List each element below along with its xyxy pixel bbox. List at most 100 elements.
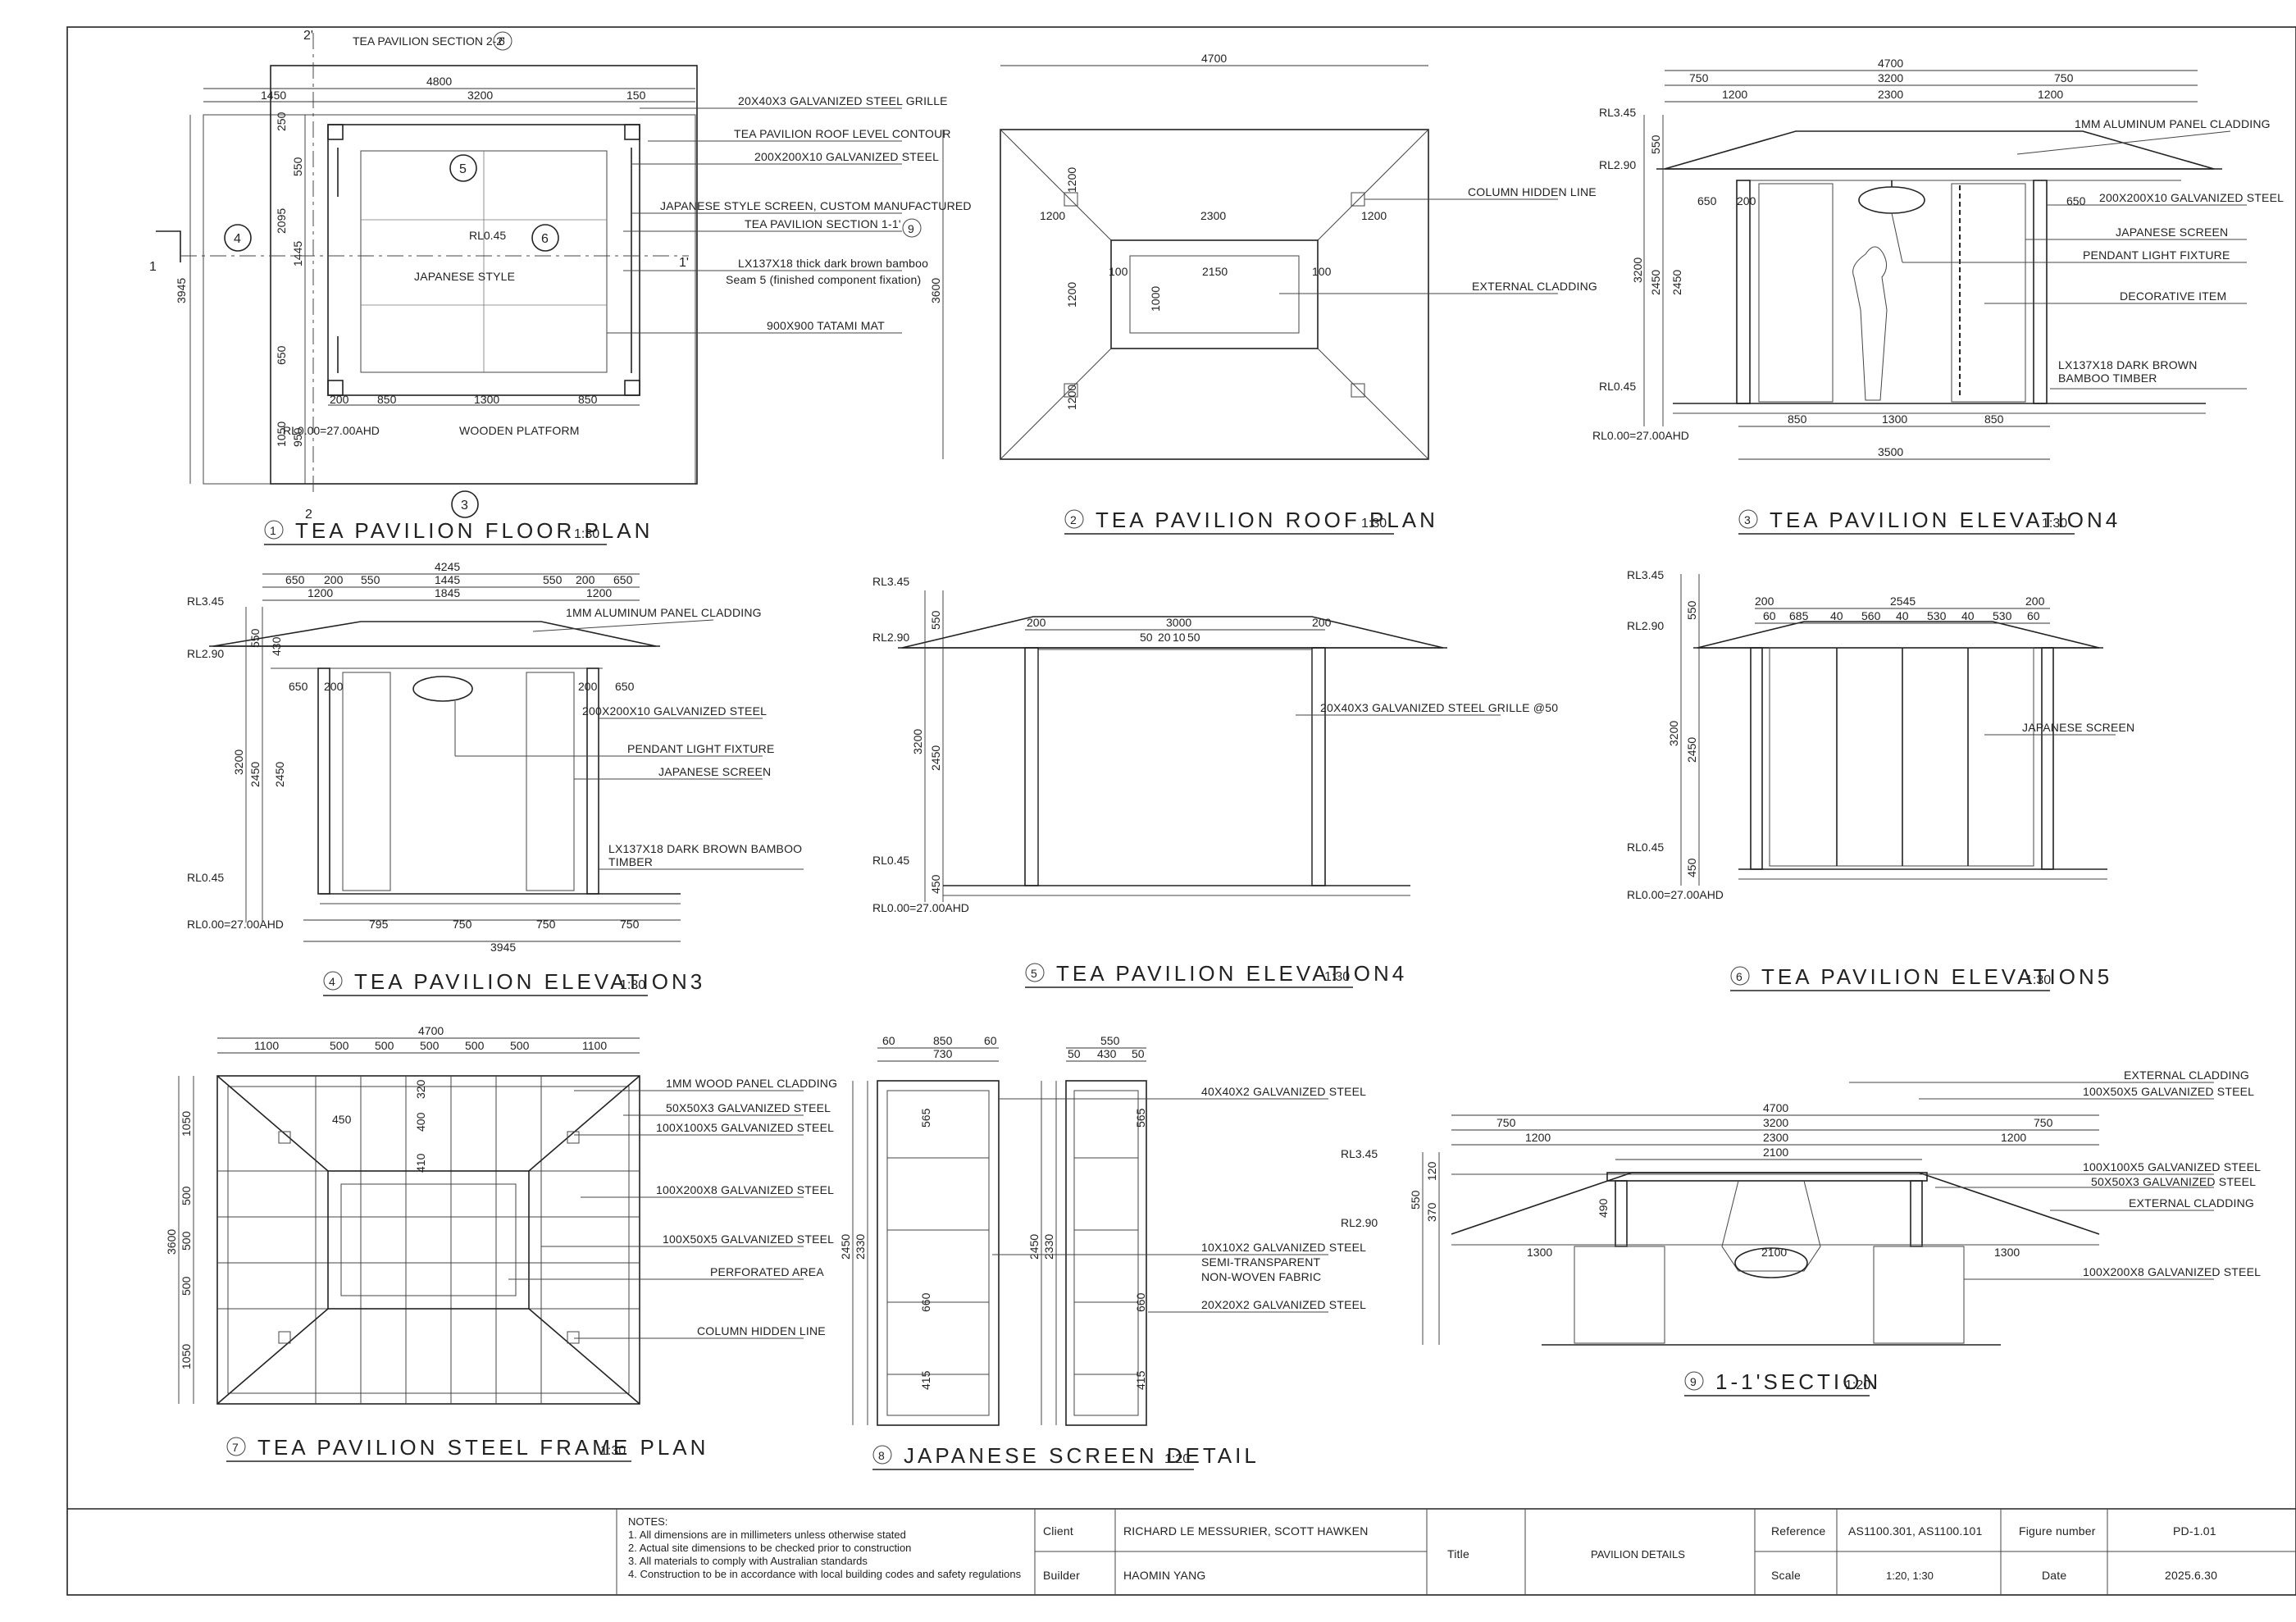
s9-title-number: 9 — [1690, 1375, 1697, 1388]
sf-callout-50x50: 50X50X3 GALVANIZED STEEL — [666, 1101, 831, 1114]
e3-dim-i200a: 200 — [324, 680, 344, 693]
sf-dim-500v2: 500 — [180, 1231, 193, 1251]
sd-callout-20x20: 20X20X2 GALVANIZED STEEL — [1201, 1298, 1366, 1311]
e3-callout-cladding: 1MM ALUMINUM PANEL CLADDING — [566, 606, 762, 619]
fp-callout-tatami: 900X900 TATAMI MAT — [767, 319, 885, 332]
e3-dim-b750b: 750 — [536, 918, 556, 931]
e3-dim-1445: 1445 — [435, 573, 460, 586]
e3-dim-2450v: 2450 — [248, 762, 262, 787]
e5-dim-40b: 40 — [1896, 609, 1909, 622]
s9-dim-2100i: 2100 — [1761, 1246, 1787, 1259]
s9-callout-cladding2: EXTERNAL CLADDING — [2129, 1196, 2254, 1210]
fp-dim-3945: 3945 — [175, 278, 188, 303]
s9-title: 1-1'SECTION — [1715, 1369, 1881, 1394]
steel-frame-plan: 4700 1100 500 500 500 500 500 1100 3600 … — [165, 1024, 837, 1462]
ea-dim-650b: 650 — [2066, 194, 2086, 207]
tb-note-3: 3. All materials to comply with Australi… — [628, 1555, 868, 1567]
e3-dim-430: 430 — [270, 636, 283, 656]
sd-dim-50a: 50 — [1068, 1047, 1081, 1060]
ea-callout-steel: 200X200X10 GALVANIZED STEEL — [2099, 191, 2284, 204]
s9-scale: 1:20 — [1845, 1378, 1870, 1392]
sf-title: TEA PAVILION STEEL FRAME PLAN — [257, 1435, 708, 1460]
tb-note-1: 1. All dimensions are in millimeters unl… — [628, 1529, 906, 1541]
fp-title-number: 1 — [270, 524, 276, 537]
fp-dim-1050: 1050 — [275, 421, 288, 447]
title-block: NOTES: 1. All dimensions are in millimet… — [616, 1509, 2296, 1595]
rp-callout-column: COLUMN HIDDEN LINE — [1468, 185, 1597, 198]
fp-callout-bamboo: LX137X18 thick dark brown bamboo — [738, 257, 928, 270]
sf-dim-450: 450 — [332, 1113, 352, 1126]
ea-dim-2300: 2300 — [1878, 88, 1903, 101]
rp-dim-1000: 1000 — [1149, 286, 1162, 312]
fp-mark-6: 6 — [541, 232, 549, 246]
s9-dim-1200a: 1200 — [1525, 1131, 1551, 1144]
fp-mark-5: 5 — [459, 162, 467, 176]
ea-dim-650a: 650 — [1697, 194, 1717, 207]
fp-dim-4800: 4800 — [426, 75, 452, 88]
sf-dim-410: 410 — [414, 1153, 427, 1173]
sf-dim-1050a: 1050 — [180, 1111, 193, 1137]
ea-title-number: 3 — [1744, 513, 1751, 526]
ea-dim-b3500: 3500 — [1878, 445, 1903, 458]
s9-dim-550: 550 — [1409, 1190, 1422, 1210]
sf-dim-500e: 500 — [510, 1039, 530, 1052]
e5-level-345: RL3.45 — [1627, 568, 1664, 581]
e4-level-045: RL0.45 — [872, 854, 909, 867]
e3-level-000: RL0.00=27.00AHD — [187, 918, 284, 931]
fp-dim-2095: 2095 — [275, 208, 288, 234]
e4-dim-3200: 3200 — [911, 729, 924, 754]
sd-dim-50b: 50 — [1132, 1047, 1145, 1060]
fp-callout-screen: JAPANESE STYLE SCREEN, CUSTOM MANUFACTUR… — [660, 199, 972, 212]
sd-dim-565a: 565 — [919, 1108, 932, 1128]
sd-dim-2330a: 2330 — [854, 1234, 867, 1260]
ea-dim-550: 550 — [1649, 134, 1662, 154]
ea-callout-bamboo1: LX137X18 DARK BROWN — [2058, 358, 2198, 371]
ea-callout-cladding: 1MM ALUMINUM PANEL CLADDING — [2075, 117, 2271, 130]
ea-callout-decor: DECORATIVE ITEM — [2120, 289, 2226, 303]
e5-dim-40c: 40 — [1961, 609, 1975, 622]
fp-mark-1: 1 — [149, 260, 157, 274]
e3-dim-650a: 650 — [285, 573, 305, 586]
e5-level-045: RL0.45 — [1627, 841, 1664, 854]
rp-title: TEA PAVILION ROOF PLAN — [1096, 508, 1438, 532]
tb-builder-value: HAOMIN YANG — [1123, 1569, 1205, 1582]
tb-date-value: 2025.6.30 — [2165, 1569, 2217, 1582]
sf-callout-100x50: 100X50X5 GALVANIZED STEEL — [663, 1232, 834, 1246]
fp-callout-steel: 200X200X10 GALVANIZED STEEL — [754, 150, 939, 163]
e4-dim-450: 450 — [929, 874, 942, 894]
s9-callout-100x200: 100X200X8 GALVANIZED STEEL — [2083, 1265, 2261, 1278]
ea-callout-light: PENDANT LIGHT FIXTURE — [2083, 248, 2230, 262]
e3-dim-b750c: 750 — [620, 918, 640, 931]
fp-callout-roof-contour: TEA PAVILION ROOF LEVEL CONTOUR — [734, 127, 951, 140]
sd-dim-2330b: 2330 — [1042, 1234, 1055, 1260]
e5-dim-200a: 200 — [1755, 595, 1774, 608]
e3-dim-4245: 4245 — [435, 560, 460, 573]
tb-scale-value: 1:20, 1:30 — [1886, 1570, 1934, 1582]
tb-title-label: Title — [1447, 1547, 1469, 1560]
e5-callout-screen: JAPANESE SCREEN — [2022, 721, 2134, 734]
fp-room-label: JAPANESE STYLE — [414, 270, 515, 283]
s9-level-290: RL2.90 — [1341, 1216, 1378, 1229]
sf-dim-500v1: 500 — [180, 1186, 193, 1205]
s9-dim-1300a: 1300 — [1527, 1246, 1552, 1259]
e3-dim-i650a: 650 — [289, 680, 308, 693]
e3-level-290: RL2.90 — [187, 647, 224, 660]
fp-mark-2: 2 — [305, 508, 312, 522]
fp-dim-550: 550 — [291, 157, 304, 176]
s9-dim-1200b: 1200 — [2001, 1131, 2026, 1144]
ea-dim-1200a: 1200 — [1722, 88, 1747, 101]
floor-plan: 4800 1450 3200 150 3945 250 550 2095 144… — [149, 29, 972, 545]
elevation-a: 4700 750 3200 750 1200 2300 1200 650 200… — [1592, 57, 2284, 535]
sd-dim-565b: 565 — [1134, 1108, 1147, 1128]
rp-callout-cladding: EXTERNAL CLADDING — [1472, 280, 1597, 293]
s9-dim-120: 120 — [1425, 1161, 1438, 1181]
ea-dim-4700: 4700 — [1878, 57, 1903, 70]
e3-dim-2450v2: 2450 — [273, 762, 286, 787]
sf-dim-1050b: 1050 — [180, 1344, 193, 1369]
sf-callout-column: COLUMN HIDDEN LINE — [697, 1324, 826, 1337]
e5-dim-530a: 530 — [1927, 609, 1947, 622]
e3-dim-550b: 550 — [543, 573, 563, 586]
s9-callout-50x50: 50X50X3 GALVANIZED STEEL — [2091, 1175, 2256, 1188]
sf-callout-cladding: 1MM WOOD PANEL CLADDING — [666, 1077, 837, 1090]
ea-level-290: RL2.90 — [1599, 158, 1636, 171]
